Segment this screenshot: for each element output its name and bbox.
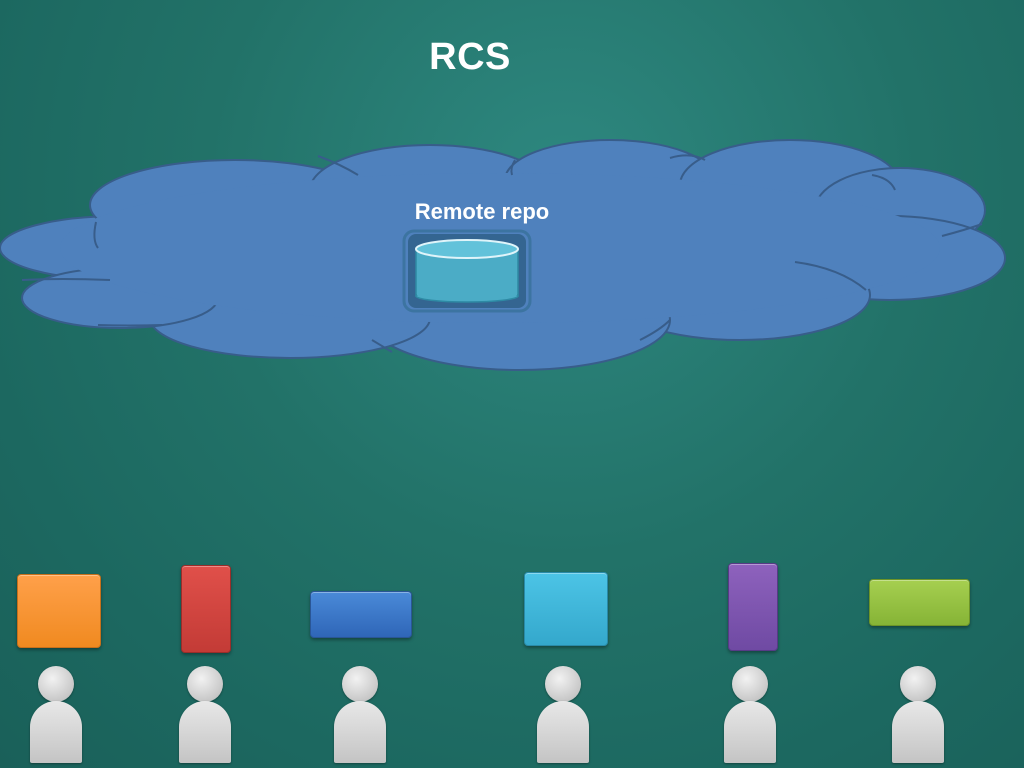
cloud-inner-arcs bbox=[21, 154, 983, 353]
client-1-orange-device bbox=[17, 574, 101, 648]
user-4-icon bbox=[533, 666, 593, 766]
slide-title: RCS bbox=[429, 36, 511, 78]
user-5-icon bbox=[720, 666, 780, 766]
user-6-icon bbox=[888, 666, 948, 766]
client-5-purple-device bbox=[728, 563, 778, 651]
user-1-icon bbox=[26, 666, 86, 766]
client-2-red-device bbox=[181, 565, 231, 653]
client-4-cyan-device bbox=[524, 572, 608, 646]
user-3-icon bbox=[330, 666, 390, 766]
remote-repo-label: Remote repo bbox=[414, 199, 550, 224]
client-3-blue-device bbox=[310, 591, 412, 638]
database-icon bbox=[402, 229, 532, 313]
client-6-green-device bbox=[869, 579, 970, 626]
user-2-icon bbox=[175, 666, 235, 766]
